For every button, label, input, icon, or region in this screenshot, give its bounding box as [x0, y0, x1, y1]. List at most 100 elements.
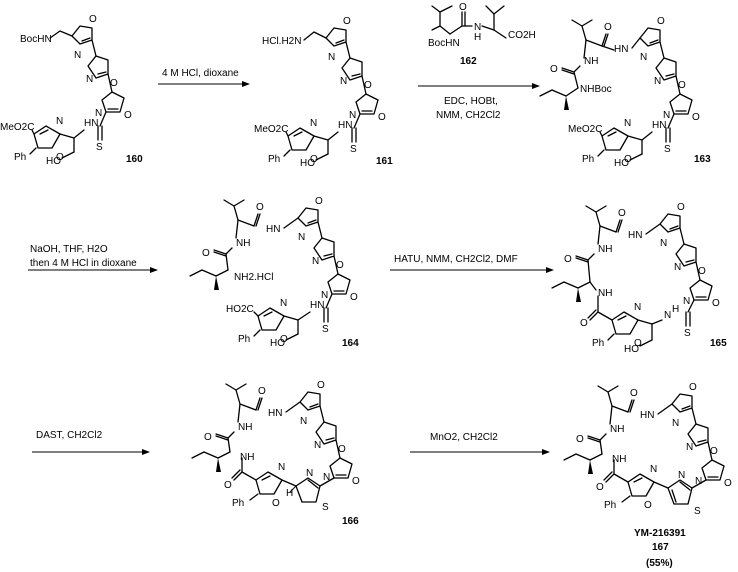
atom-o: O	[204, 432, 212, 443]
atom-ho: HO	[300, 158, 315, 169]
atom-o: O	[315, 196, 323, 207]
atom-n: N	[650, 464, 657, 475]
atom-nhboc: NHBoc	[580, 84, 612, 95]
atom-o: O	[580, 318, 588, 329]
compound-number: 160	[126, 154, 143, 165]
atom-label: BocHN	[20, 34, 52, 45]
compound-number: 164	[342, 338, 359, 349]
atom-n: N	[474, 22, 481, 33]
atom-o: O	[89, 14, 97, 25]
atom-nh: HN	[640, 410, 654, 421]
reaction-arrow-3: NaOH, THF, H2O then 4 M HCl in dioxane	[28, 244, 158, 273]
condition-step4: HATU, NMM, CH2Cl2, DMF	[394, 254, 518, 265]
reaction-arrow-4: HATU, NMM, CH2Cl2, DMF	[390, 254, 554, 273]
atom-n: N	[278, 462, 285, 473]
atom-o: O	[317, 380, 325, 391]
compound-164: O HN O N O N O N S HN HO N O HO2C Ph	[189, 196, 359, 349]
atom-n: N	[349, 110, 356, 121]
atom-o: O	[689, 382, 697, 393]
atom-hn: HN	[652, 120, 666, 131]
reaction-arrow-1: 4 M HCl, dioxane	[158, 68, 250, 87]
atom-o: O	[343, 16, 351, 27]
atom-nh2hcl: NH2.HCl	[234, 272, 273, 283]
atom-s: S	[694, 506, 701, 517]
condition-step2b: NMM, CH2Cl2	[436, 110, 501, 121]
atom-o: O	[630, 388, 638, 399]
atom-n: N	[674, 262, 681, 273]
atom-o: O	[280, 334, 288, 345]
atom-n: N	[56, 116, 63, 127]
atom-nh: NH	[598, 288, 612, 299]
atom-s: S	[684, 328, 691, 339]
atom-label: Ph	[238, 334, 250, 345]
product-yield: (55%)	[646, 558, 673, 569]
atom-o: O	[604, 22, 612, 33]
atom-o: O	[692, 112, 700, 123]
reaction-arrow-2: EDC, HOBt, NMM, CH2Cl2	[418, 83, 540, 121]
atom-o: O	[710, 446, 718, 457]
atom-n: N	[695, 476, 702, 487]
atom-n: N	[306, 468, 313, 479]
atom-o: O	[350, 292, 358, 303]
compound-number: 161	[376, 156, 393, 167]
condition-step3a: NaOH, THF, H2O	[30, 244, 108, 255]
atom-label: HO2C	[226, 304, 254, 315]
atom-s: S	[664, 144, 671, 155]
atom-o: O	[724, 478, 732, 489]
atom-hn: H	[672, 304, 679, 315]
atom-o: O	[678, 80, 686, 91]
atom-nh: NH	[598, 244, 612, 255]
atom-nh: NH	[236, 238, 250, 249]
compound-161: HCl.H2N O N O N O N S HN HO N O MeO2C Ph…	[254, 16, 393, 169]
atom-n: N	[624, 118, 631, 129]
atom-o: O	[202, 248, 210, 259]
atom-n: N	[312, 256, 319, 267]
atom-o: O	[378, 112, 386, 123]
compound-167: O HN O N O N O N N S N O Ph O	[563, 382, 732, 569]
atom-o: O	[310, 154, 318, 165]
atom-n: N	[634, 302, 641, 313]
atom-nh: NH	[612, 454, 626, 465]
atom-n: N	[321, 290, 328, 301]
atom-h: H	[286, 488, 293, 499]
atom-label: MeO2C	[254, 124, 288, 135]
atom-label: MeO2C	[0, 122, 34, 133]
atom-n: N	[280, 298, 287, 309]
atom-o: O	[224, 480, 232, 491]
atom-o: O	[124, 110, 132, 121]
compound-160: BocHN O N O N O N S HN HO N O Me	[0, 14, 143, 167]
atom-nh: HN	[266, 224, 280, 235]
atom-ho: HO	[270, 338, 285, 349]
atom-o: O	[258, 386, 266, 397]
atom-o: O	[712, 298, 720, 309]
atom-nh: NH	[610, 424, 624, 435]
atom-o: O	[677, 202, 685, 213]
atom-n: N	[663, 110, 670, 121]
condition-step5: DAST, CH2Cl2	[36, 430, 103, 441]
atom-ho: HO	[624, 344, 639, 355]
atom-hn: HN	[338, 120, 352, 131]
atom-o: O	[256, 202, 264, 213]
atom-label: Ph	[604, 500, 616, 511]
atom-n: N	[95, 108, 102, 119]
atom-nh: HN	[268, 408, 282, 419]
atom-o: O	[644, 500, 652, 511]
atom-s: S	[322, 324, 329, 335]
atom-o: O	[338, 444, 346, 455]
compound-162: BocHN O H N CO2H 162	[428, 2, 536, 67]
atom-nh: HN	[614, 44, 628, 55]
atom-label: Ph	[232, 498, 244, 509]
atom-n: N	[654, 76, 661, 87]
atom-ho: HO	[46, 156, 61, 167]
compound-166: O HN O N O N O N N S H N O Ph O	[191, 380, 360, 527]
atom-o: O	[110, 78, 118, 89]
atom-nh: NH	[584, 56, 598, 67]
atom-o: O	[698, 266, 706, 277]
atom-n: N	[686, 442, 693, 453]
atom-o: O	[550, 64, 558, 75]
atom-nh: NH	[240, 452, 254, 463]
compound-number: 163	[694, 154, 711, 165]
atom-o: O	[272, 498, 280, 509]
compound-number: 162	[460, 56, 477, 67]
